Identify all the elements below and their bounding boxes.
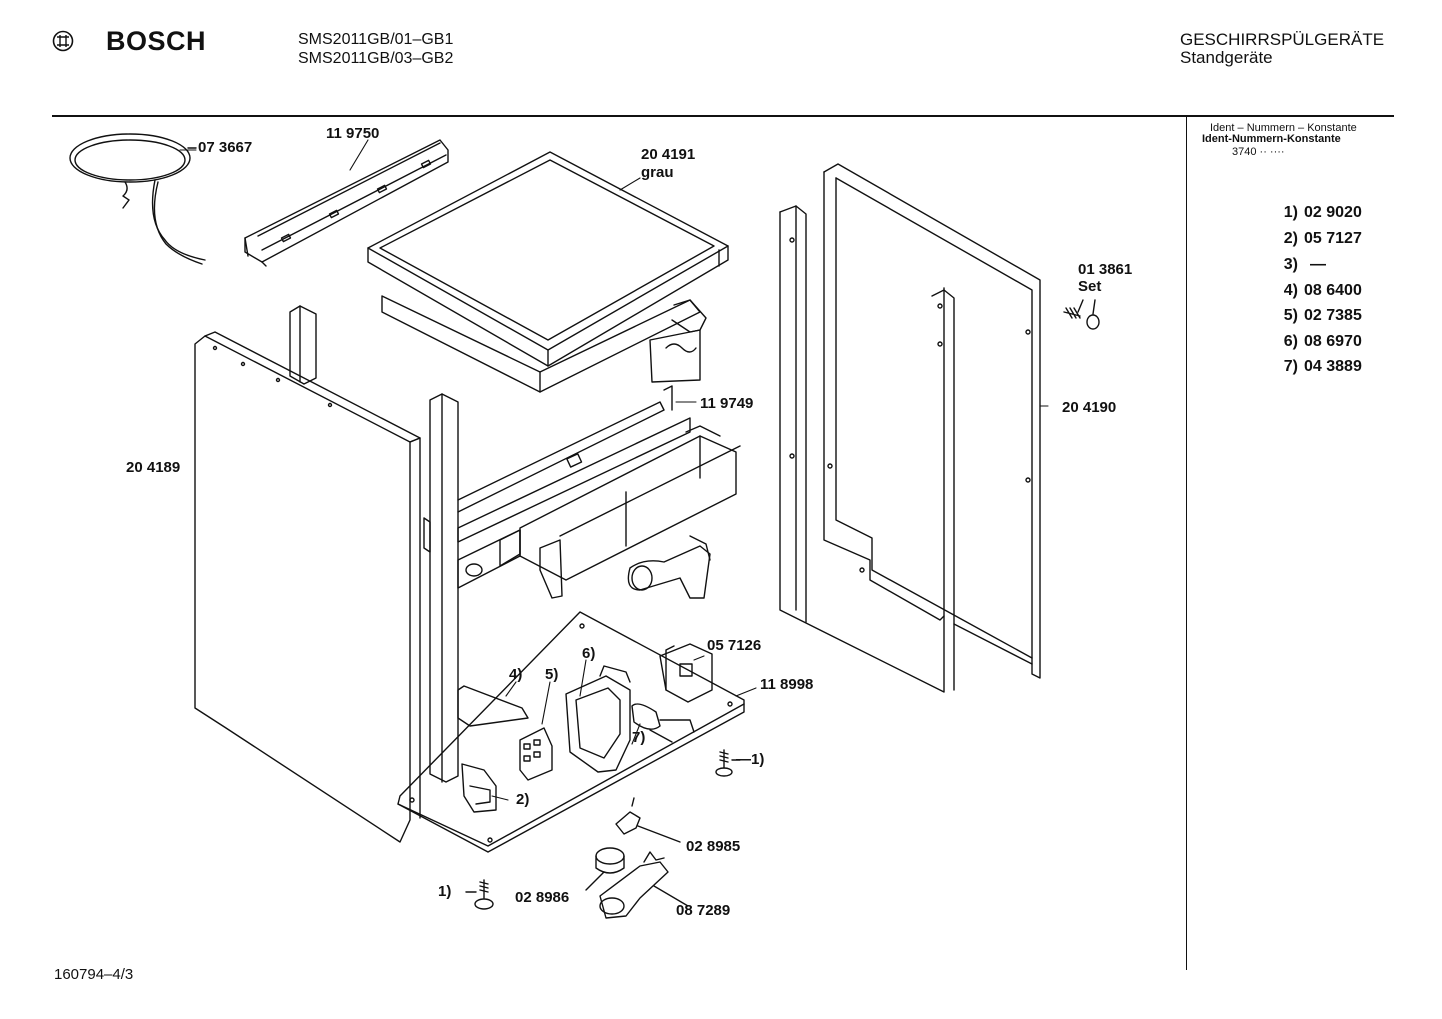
label-base-plate: 11 8998 [760,676,814,693]
category-subtitle: Standgeräte [1180,48,1273,67]
insulation-slab-part [382,296,706,392]
legend-item: 5)02 7385 [1283,307,1362,324]
label-top-cover-color: grau [641,164,674,181]
rear-tank-rail-part [458,386,690,588]
float-switch-part [616,798,680,842]
ident-heading-overprint: Ident-Nummern-Konstante [1202,133,1341,145]
label-top-cover: 20 4191 [641,146,696,163]
brand-name: BOSCH [106,26,207,56]
adjustable-foot-right-part [716,750,740,776]
bosch-logo-icon [52,30,74,52]
label-ref-5: 5) [545,666,559,683]
label-power-cable: 07 3667 [198,139,253,156]
float-holder-part [600,852,688,918]
top-cover-part [368,152,728,366]
ident-constant: 3740 ·· ···· [1232,146,1285,158]
legend-item: 2)05 7127 [1283,230,1362,247]
base-plate-part [398,612,744,852]
label-bracket: 05 7126 [707,637,762,654]
label-float-holder: 08 7289 [676,902,731,919]
bracket-part [660,644,712,702]
heater-box-part [520,426,740,598]
label-ref-6: 6) [582,645,596,662]
legend-item: 1)02 9020 [1283,204,1362,221]
adjustable-foot-left-part [466,880,493,909]
category-title: GESCHIRRSPÜLGERÄTE [1180,30,1385,49]
label-screw-set-note: Set [1078,278,1102,295]
label-ref-2: 2) [516,791,530,808]
label-right-panel: 20 4190 [1062,399,1117,416]
float-cap-part [586,848,624,890]
label-ref-7: 7) [632,729,646,746]
outlet-pipe-part [628,536,710,598]
legend-item: 3)— [1283,256,1326,273]
right-side-panel-part [780,164,1040,692]
legend-item: 4)08 6400 [1283,282,1362,299]
screw-set-part [1064,300,1099,329]
label-front-rail: 11 9750 [326,125,380,142]
front-rail-part [245,140,448,266]
left-frame-uprights-part [290,306,458,782]
label-float-cap: 02 8986 [515,889,570,906]
power-cable-part [70,134,205,264]
label-ref-4: 4) [509,666,523,683]
model-number-2: SMS2011GB/03–GB2 [298,50,454,67]
label-ref-1-right: —1) [736,751,765,768]
legend-divider [1186,117,1187,970]
label-float-switch: 02 8985 [686,838,741,855]
legend-item: 7)04 3889 [1283,358,1362,375]
model-number-1: SMS2011GB/01–GB1 [298,31,454,48]
legend-item: 6)08 6970 [1283,333,1362,350]
ident-heading: Ident – Nummern – Konstante [1210,122,1357,134]
header-divider [52,115,1394,117]
label-screw-set: 01 3861 [1078,261,1133,278]
label-rear-rail: 11 9749 [700,395,754,412]
label-ref-1-left: 1) [438,883,452,900]
left-side-panel-part [195,332,420,842]
drawing-reference-number: 160794–4/3 [54,966,134,983]
label-left-panel: 20 4189 [126,459,181,476]
base-components-part [458,666,694,812]
leader-lines [180,140,1048,800]
